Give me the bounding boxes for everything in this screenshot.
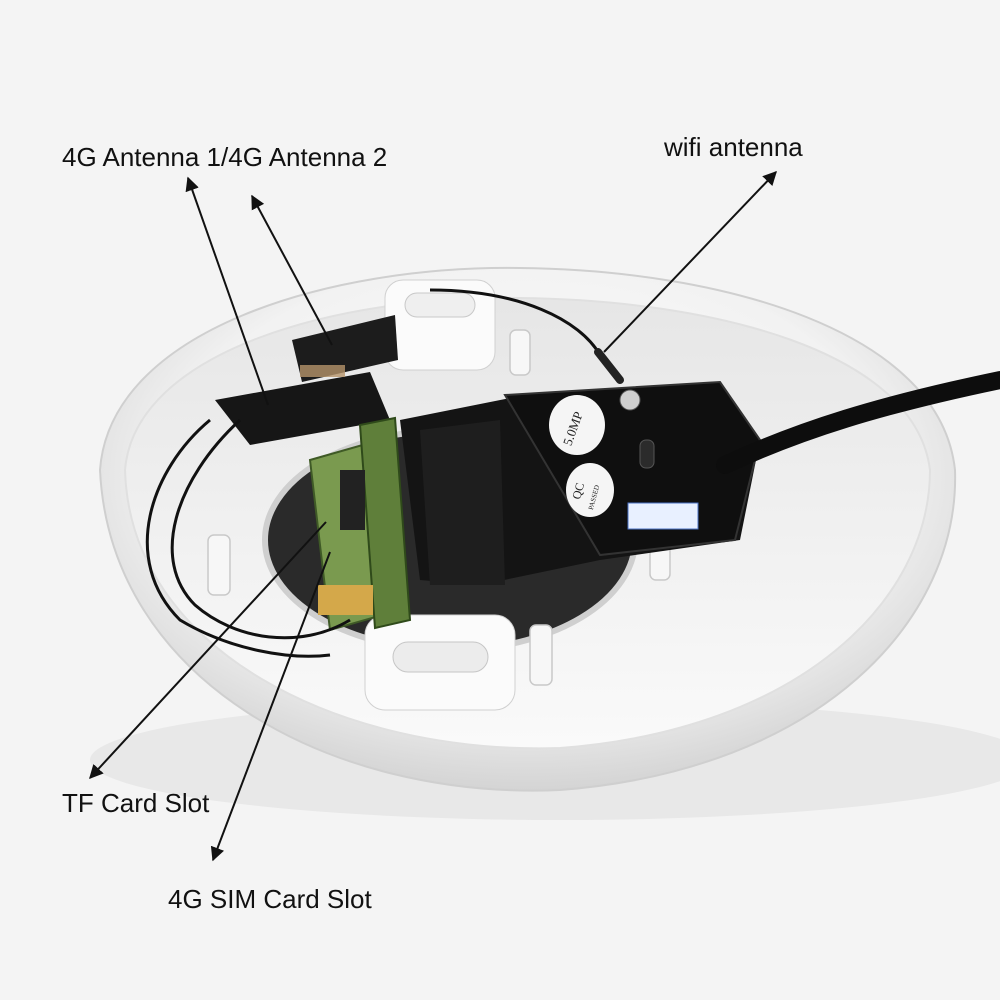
post-bottom bbox=[529, 624, 553, 686]
date-sticker bbox=[627, 502, 699, 530]
arrow-sim-card-slot bbox=[210, 551, 331, 862]
label-sim-card-slot: 4G SIM Card Slot bbox=[168, 884, 372, 914]
label-tf-card-slot: TF Card Slot bbox=[62, 788, 210, 818]
mount-tab-bottom bbox=[364, 614, 516, 711]
arrow-4g-antenna-2 bbox=[251, 194, 333, 346]
sticker-5mp: 5.0MP bbox=[549, 395, 605, 455]
pcb-stack bbox=[308, 416, 412, 632]
antenna-cable-2 bbox=[170, 418, 351, 640]
arrow-4g-antenna-1 bbox=[185, 176, 269, 406]
power-cable bbox=[716, 371, 1000, 474]
label-4g-antenna: 4G Antenna 1/4G Antenna 2 bbox=[62, 142, 388, 172]
antenna-cable-1 bbox=[145, 418, 331, 658]
4g-antenna-boards bbox=[215, 315, 398, 445]
arrow-wifi-antenna bbox=[603, 170, 777, 353]
post-top bbox=[509, 329, 531, 376]
label-wifi-antenna: wifi antenna bbox=[664, 132, 803, 162]
arrow-tf-card-slot bbox=[89, 521, 327, 780]
wifi-antenna-cable bbox=[429, 288, 602, 356]
mount-tab-top bbox=[384, 279, 496, 371]
post-left bbox=[207, 534, 231, 596]
sticker-qc-top-text: QC bbox=[569, 481, 587, 501]
wifi-antenna-connector bbox=[594, 348, 624, 384]
sticker-qc: QC PASSED bbox=[566, 463, 614, 517]
